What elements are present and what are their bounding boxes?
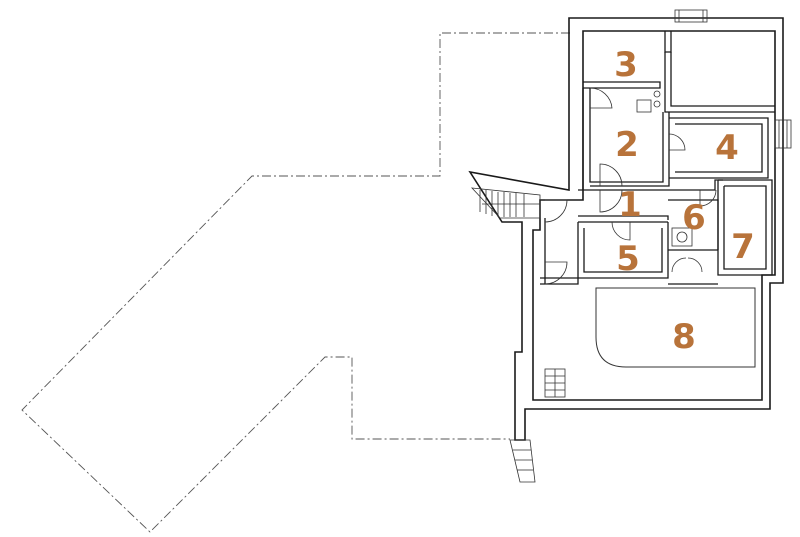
pool-outline: [595, 287, 756, 368]
room-label-8: 8: [672, 317, 696, 357]
room-label-1: 1: [618, 185, 642, 225]
room-label-4: 4: [715, 128, 739, 168]
room-label-3: 3: [614, 45, 638, 85]
room-label-7: 7: [731, 227, 755, 267]
site-boundary: [21, 32, 570, 533]
stairs: [470, 187, 541, 219]
small-stairs: [544, 368, 566, 398]
doors: [544, 87, 717, 285]
room-label-6: 6: [682, 198, 706, 238]
room-labels: 1 2 3 4 5 6 7 8: [614, 45, 755, 357]
room-label-2: 2: [615, 125, 639, 165]
fixtures: [636, 90, 693, 247]
vent: [774, 119, 792, 149]
interior-walls: [540, 31, 775, 285]
entry-steps: [509, 439, 536, 483]
room-label-5: 5: [616, 239, 640, 279]
chimney: [674, 9, 708, 23]
